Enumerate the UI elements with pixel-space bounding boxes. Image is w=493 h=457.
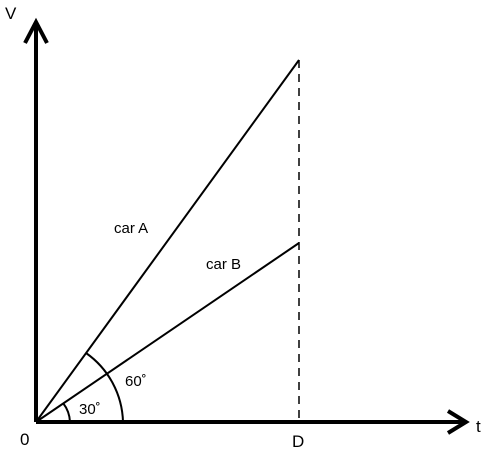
car-b-line xyxy=(35,242,300,423)
car-a-label: car A xyxy=(114,220,148,237)
x-axis-label: t xyxy=(476,417,481,436)
angle-large-label: 60˚ xyxy=(125,373,147,390)
origin-label: 0 xyxy=(20,430,29,449)
arc-small xyxy=(62,402,71,423)
arc-large xyxy=(85,352,124,423)
y-axis-label: V xyxy=(5,4,17,23)
d-label: D xyxy=(292,432,304,451)
x-axis-arrowhead xyxy=(446,409,470,435)
car-a-line xyxy=(35,59,300,423)
car-b-label: car B xyxy=(206,256,241,273)
y-axis-arrowhead xyxy=(23,17,49,44)
angle-small-label: 30˚ xyxy=(79,401,101,418)
